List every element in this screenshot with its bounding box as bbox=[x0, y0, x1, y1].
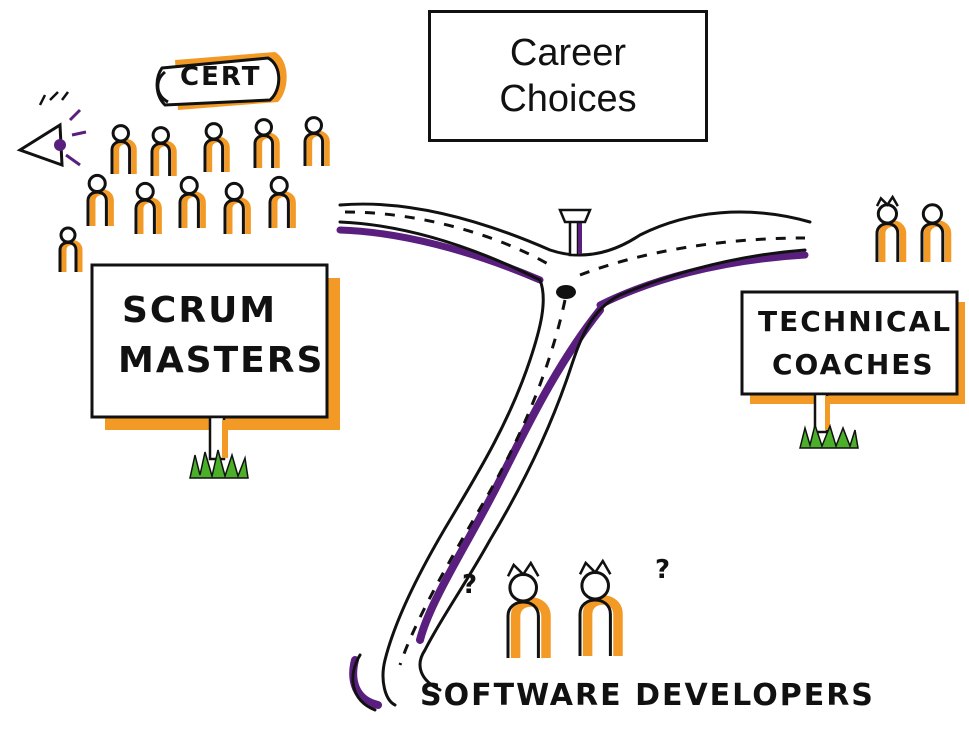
junction-dot bbox=[556, 285, 576, 299]
scrum-master-person-icon bbox=[134, 181, 162, 234]
scrum-master-person-icon bbox=[268, 175, 296, 228]
technical-coach-person-icon bbox=[920, 203, 952, 262]
road-center-dashes-right bbox=[579, 236, 806, 277]
software-developers-figures bbox=[506, 558, 623, 658]
scrum-master-person-icon bbox=[150, 126, 177, 176]
cert-badge bbox=[155, 52, 287, 110]
scrum-master-person-icon bbox=[178, 175, 206, 228]
cert-label: CERT bbox=[180, 62, 262, 92]
road-shadow-left bbox=[336, 226, 544, 284]
road-shadow-bottom bbox=[349, 656, 382, 709]
scrum-master-person-icon bbox=[303, 116, 330, 166]
road-shadow-stem bbox=[416, 306, 604, 644]
scrum-master-person-icon bbox=[223, 181, 251, 234]
road-edge-inner-right bbox=[418, 248, 807, 692]
coach-sign-line-1: TECHNICAL bbox=[758, 305, 953, 338]
grass-icon bbox=[799, 422, 859, 449]
scrum-masters-crowd bbox=[58, 116, 330, 272]
scrum-master-person-icon bbox=[203, 122, 230, 172]
scrum-sign-line-1: SCRUM bbox=[122, 290, 278, 331]
road-center-dashes-stem bbox=[398, 299, 567, 666]
title-line-2: Choices bbox=[499, 78, 637, 120]
question-mark-right: ? bbox=[655, 555, 673, 585]
question-mark-left: ? bbox=[462, 570, 480, 600]
megaphone-icon bbox=[16, 91, 87, 168]
coach-sign-line-2: COACHES bbox=[772, 348, 935, 381]
fork-signpost-icon bbox=[558, 208, 592, 257]
scrum-master-person-icon bbox=[58, 226, 83, 272]
technical-coaches-sign bbox=[740, 290, 965, 449]
road-center-dashes-left bbox=[344, 210, 556, 270]
title-line-1: Career bbox=[509, 32, 627, 74]
scrum-master-person-icon bbox=[110, 124, 137, 174]
grass-icon bbox=[189, 449, 249, 479]
scrum-masters-sign bbox=[90, 263, 340, 479]
scrum-sign-line-2: MASTERS bbox=[118, 340, 325, 381]
developer-person-icon bbox=[578, 558, 623, 656]
software-developers-label: SOFTWARE DEVELOPERS bbox=[420, 678, 875, 713]
technical-coach-person-icon bbox=[875, 194, 907, 262]
road-edge-inner-left bbox=[338, 220, 545, 707]
scrum-master-person-icon bbox=[86, 173, 114, 226]
scrum-master-person-icon bbox=[253, 118, 280, 168]
developer-person-icon bbox=[506, 560, 551, 658]
title-box: Career Choices bbox=[428, 10, 708, 142]
road-edge-top-left bbox=[338, 202, 812, 257]
road-edge-far-left bbox=[351, 653, 377, 712]
technical-coaches-figures bbox=[875, 194, 952, 262]
